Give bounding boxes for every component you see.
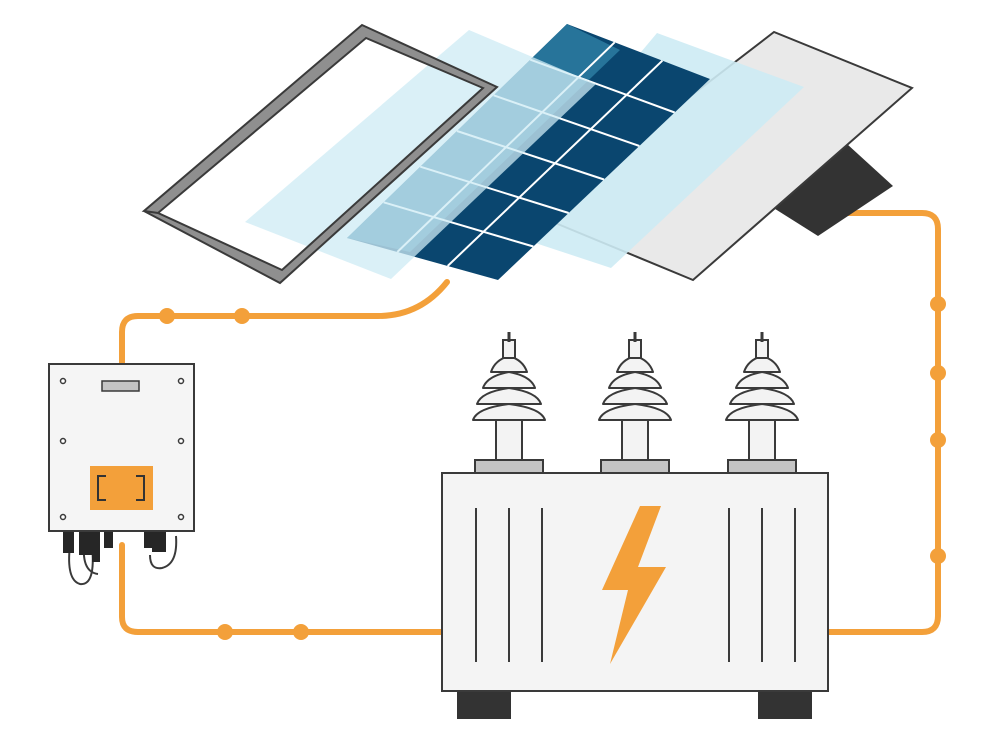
bushing-stem <box>748 419 776 461</box>
connector-cable <box>68 544 94 586</box>
solar-panel-icon <box>141 23 914 285</box>
bushing-stem <box>621 419 649 461</box>
screw <box>177 513 185 521</box>
insulator-disc <box>729 387 795 405</box>
insulator-disc <box>482 371 536 389</box>
insulator-disc <box>725 403 799 421</box>
terminal-cap <box>628 339 642 359</box>
screw <box>177 377 185 385</box>
insulator-disc <box>735 371 789 389</box>
wire-node <box>234 308 250 324</box>
terminal-cap <box>502 339 516 359</box>
wire-node <box>930 548 946 564</box>
terminal-cap <box>755 339 769 359</box>
screw <box>59 377 67 385</box>
insulator-disc <box>602 387 668 405</box>
bushing <box>598 332 672 474</box>
panel-frame <box>141 23 499 285</box>
transformer-bushings <box>472 332 799 474</box>
wire-node <box>159 308 175 324</box>
wire-node <box>930 296 946 312</box>
insulator-disc <box>608 371 662 389</box>
bushing-base <box>600 459 670 474</box>
bushing-base <box>474 459 544 474</box>
cooling-fins <box>475 508 796 662</box>
transformer-foot-right <box>758 691 812 719</box>
wires <box>119 210 941 635</box>
inverter-vent <box>101 380 140 392</box>
insulator-disc <box>472 403 546 421</box>
wire-node <box>217 624 233 640</box>
transformer-foot-left <box>457 691 511 719</box>
wire-node <box>293 624 309 640</box>
lightning-bolt-icon <box>602 506 666 664</box>
screw <box>59 437 67 445</box>
connector <box>92 530 100 562</box>
connector <box>144 530 152 548</box>
connector <box>152 530 166 552</box>
wire-inverter-to-transformer <box>119 542 446 635</box>
inverter-icon <box>48 363 195 586</box>
inverter-connectors <box>63 530 178 586</box>
display-bracket <box>97 475 145 501</box>
wire-junction-to-transformer <box>825 210 941 635</box>
bushing <box>725 332 799 474</box>
connector <box>63 530 74 553</box>
screw <box>59 513 67 521</box>
transformer-icon <box>441 332 829 719</box>
inverter-screws <box>59 377 185 521</box>
connector-cable <box>149 535 178 570</box>
wire-panel-to-inverter <box>119 279 450 369</box>
bushing <box>472 332 546 474</box>
wire-node <box>930 365 946 381</box>
connector <box>104 530 113 548</box>
bushing-base <box>727 459 797 474</box>
screw <box>177 437 185 445</box>
insulator-disc <box>476 387 542 405</box>
bushing-stem <box>495 419 523 461</box>
wire-node <box>930 432 946 448</box>
wire-nodes <box>159 296 946 640</box>
junction-box <box>772 144 893 236</box>
insulator-disc <box>598 403 672 421</box>
connector <box>79 530 92 555</box>
inverter-display <box>90 466 153 510</box>
